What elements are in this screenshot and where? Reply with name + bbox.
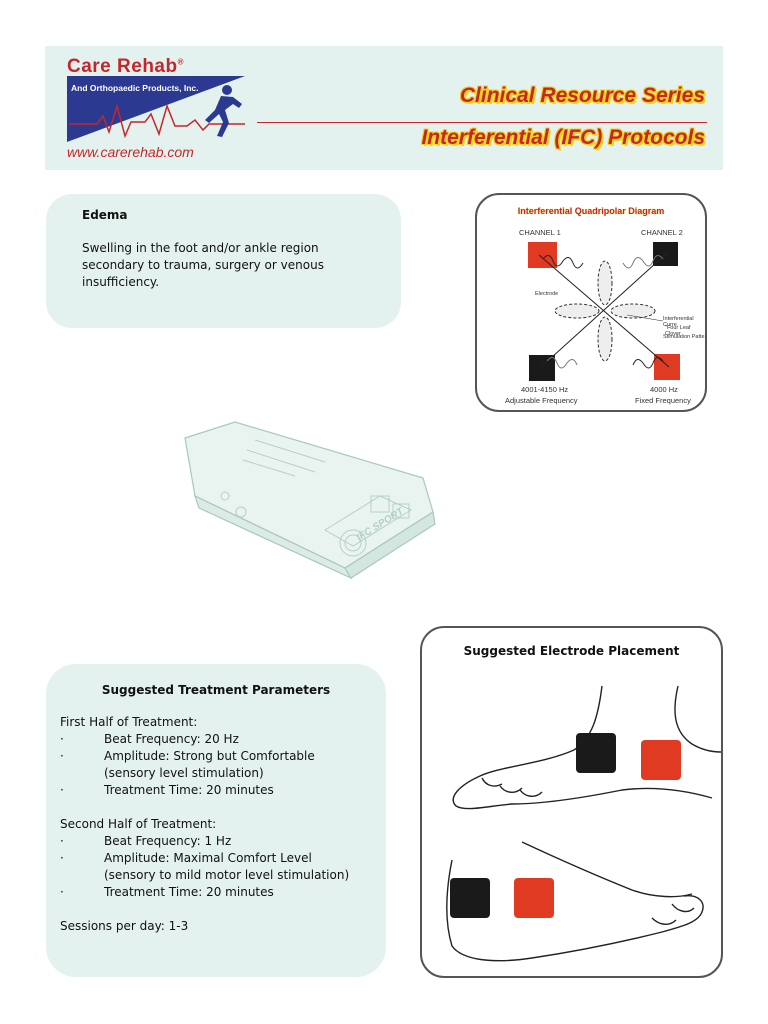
sessions-per-day: Sessions per day: 1-3 (60, 919, 189, 933)
electrode-label: Electrode (535, 291, 559, 297)
pattern-label-3: Stimulation Patte (663, 334, 705, 340)
header-divider (257, 122, 707, 123)
brand-logo-icon (67, 76, 245, 142)
electrode-placement-panel: Suggested Electrode Placement (420, 626, 723, 978)
condition-title: Edema (82, 208, 128, 222)
diagram-title: Interferential Quadripolar Diagram (517, 206, 665, 216)
condition-description: Swelling in the foot and/or ankle region… (82, 241, 324, 289)
protocol-title: Interferential (IFC) Protocols (421, 126, 705, 149)
diagram-graphic (528, 242, 680, 381)
second-half-heading: Second Half of Treatment: (60, 817, 217, 831)
right-frequency-note: Fixed Frequency (635, 396, 691, 405)
channel1-label: CHANNEL 1 (519, 228, 561, 237)
left-frequency: 4001-4150 Hz (521, 385, 569, 394)
list-item: ·Treatment Time: 20 minutes (60, 783, 274, 797)
channel2-label: CHANNEL 2 (641, 228, 683, 237)
electrode-black-upper (576, 733, 616, 773)
list-item: ·Treatment Time: 20 minutes (60, 885, 274, 899)
list-item: (sensory level stimulation) (104, 766, 264, 780)
brand-subtitle: And Orthopaedic Products, Inc. (71, 83, 199, 93)
electrode-red-lower (514, 878, 554, 918)
treatment-parameters-card: Suggested Treatment Parameters First Hal… (46, 664, 386, 977)
treatment-body: First Half of Treatment: ·Beat Frequency… (60, 714, 380, 935)
pattern-label-2: "Four Leaf Clover (665, 325, 691, 337)
list-item: ·Amplitude: Strong but Comfortable (60, 749, 315, 763)
list-item: ·Amplitude: Maximal Comfort Level (60, 851, 312, 865)
list-item: (sensory to mild motor level stimulation… (104, 868, 350, 882)
header-banner: Care Rehab® And Orthopaedic Products, In… (45, 46, 723, 170)
foot-illustration (446, 685, 721, 962)
first-half-heading: First Half of Treatment: (60, 715, 198, 729)
series-title: Clinical Resource Series (459, 84, 705, 107)
condition-card: Edema Swelling in the foot and/or ankle … (46, 194, 401, 328)
list-item: ·Beat Frequency: 20 Hz (60, 732, 239, 746)
pattern-label-1: Interferential Curre (663, 316, 694, 328)
quadripolar-diagram: Interferential Quadripolar Diagram CHANN… (475, 193, 707, 412)
treatment-title: Suggested Treatment Parameters (101, 683, 331, 697)
right-frequency: 4000 Hz (650, 385, 678, 394)
electrode-red-upper (641, 740, 681, 780)
electrode-black-lower (450, 878, 490, 918)
left-frequency-note: Adjustable Frequency (505, 396, 578, 405)
list-item: ·Beat Frequency: 1 Hz (60, 834, 232, 848)
placement-title: Suggested Electrode Placement (463, 644, 680, 658)
brand-url: www.carerehab.com (67, 144, 194, 160)
brand-logo-text: Care Rehab® (67, 56, 185, 77)
ifc-device-image: IFC SPORT (184, 421, 436, 580)
